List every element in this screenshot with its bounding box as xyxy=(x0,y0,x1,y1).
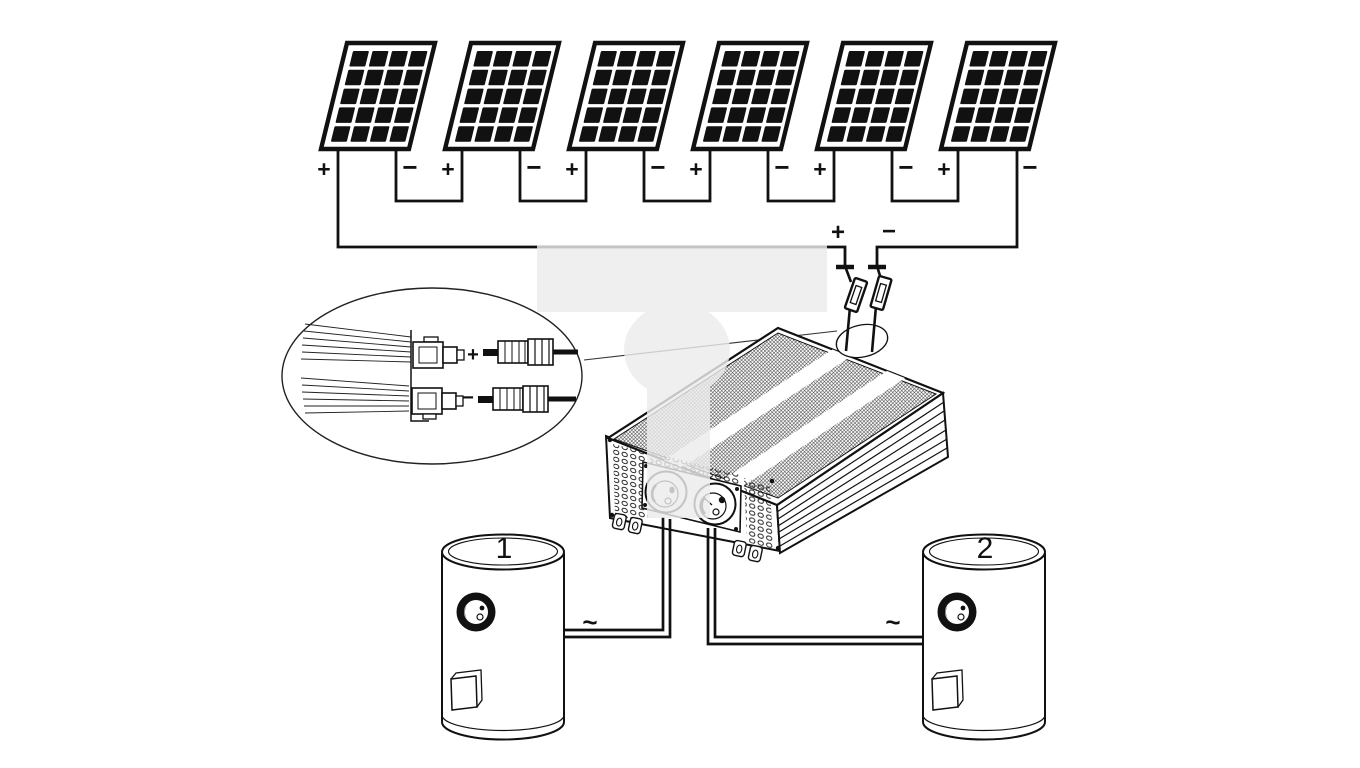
panel-4-minus-label: − xyxy=(774,152,789,182)
heatsink-fins xyxy=(776,401,948,547)
vent-grid-left xyxy=(613,444,648,520)
panel-6-minus-label: − xyxy=(1022,152,1037,182)
magnifier-ellipse xyxy=(281,287,583,465)
fuse-plus-icon xyxy=(843,276,869,314)
panel-6-plus-label: + xyxy=(937,156,950,182)
vent-grid-right xyxy=(744,478,773,549)
screw-icons xyxy=(607,437,781,551)
dc-input-assembly xyxy=(835,265,893,359)
panel-4-plus-label: + xyxy=(689,156,702,182)
water-heater-2: 2 xyxy=(922,532,1046,741)
watermark xyxy=(537,245,827,518)
cable-strands xyxy=(300,323,412,414)
mc4-male-plus-icon xyxy=(483,338,578,366)
water-heater-1: 1 xyxy=(441,532,565,741)
panel-2-minus-label: − xyxy=(526,152,541,182)
ac-cable-heater-1 xyxy=(564,517,672,639)
dc-input-plus-label: + xyxy=(831,219,845,246)
ac-cable-heater-2 xyxy=(706,528,923,646)
top-stripe-2 xyxy=(719,370,906,490)
panel-5-plus-label: + xyxy=(813,156,826,182)
dc-input-wires xyxy=(843,265,883,353)
mc4-female-plus-icon xyxy=(412,336,465,369)
dc-input-labels: + − xyxy=(831,218,896,246)
panel-1-plus-label: + xyxy=(317,156,330,182)
connector-plus-label: + xyxy=(467,344,479,366)
ac-symbol-1: ~ xyxy=(582,607,597,637)
heater-1-number: 1 xyxy=(496,532,513,565)
connector-detail-callout: + − xyxy=(281,287,838,465)
heater-2-number: 2 xyxy=(977,532,994,565)
ac-cables xyxy=(564,517,923,646)
ac-symbol-2: ~ xyxy=(885,607,900,637)
panel-2-plus-label: + xyxy=(441,156,454,182)
fuse-minus-icon xyxy=(869,274,893,312)
connector-minus-label: − xyxy=(462,387,474,409)
panel-3-plus-label: + xyxy=(565,156,578,182)
panel-3-minus-label: − xyxy=(650,152,665,182)
mc4-female-minus-icon xyxy=(411,387,464,420)
panel-5-minus-label: − xyxy=(898,152,913,182)
panel-terminal-labels: + − + − + − + − + − + − xyxy=(317,152,1037,182)
dc-input-minus-label: − xyxy=(882,218,896,245)
inverter xyxy=(604,326,950,563)
mc4-male-minus-icon xyxy=(478,385,576,413)
cable-bracket xyxy=(410,330,429,422)
panel-1-minus-label: − xyxy=(402,152,417,182)
top-stripe-1 xyxy=(663,349,851,468)
